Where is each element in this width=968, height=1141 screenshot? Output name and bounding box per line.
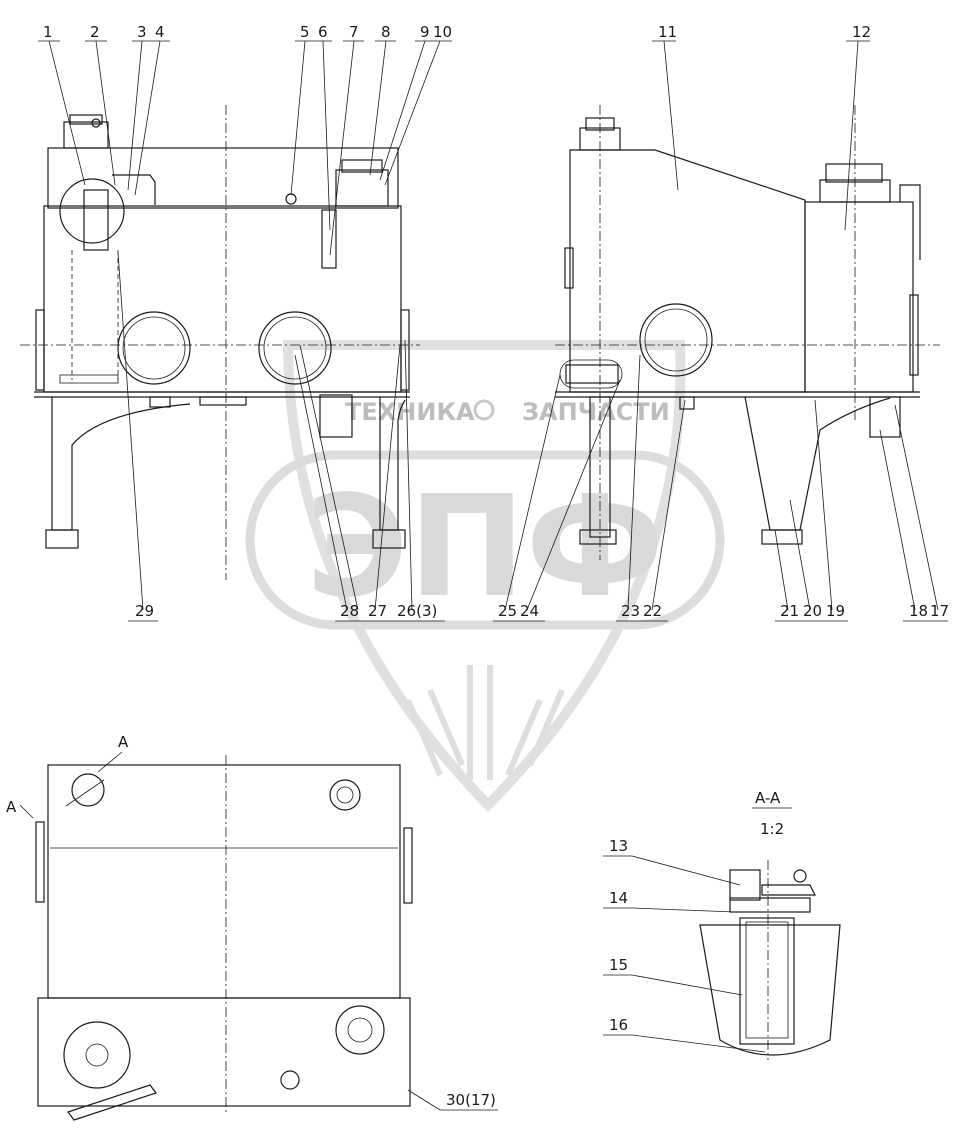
- callout-20: 20: [803, 602, 822, 620]
- callout-21: 21: [780, 602, 799, 620]
- callout-13: 13: [609, 837, 628, 855]
- wheat-icon: [405, 665, 565, 780]
- callout-14: 14: [609, 889, 628, 907]
- gear-icon: [473, 399, 495, 421]
- callouts-top: 1 2 3 4 5 6 7 8 9 10 11 12: [38, 23, 871, 256]
- callout-22: 22: [643, 602, 662, 620]
- callout-28: 28: [340, 602, 359, 620]
- callout-16: 16: [609, 1016, 628, 1034]
- plan-view: [35, 755, 413, 1121]
- callout-18: 18: [909, 602, 928, 620]
- callout-17: 17: [930, 602, 949, 620]
- callout-1: 1: [43, 23, 53, 41]
- callout-11: 11: [658, 23, 677, 41]
- callout-2: 2: [90, 23, 100, 41]
- callout-24: 24: [520, 602, 539, 620]
- callout-25: 25: [498, 602, 517, 620]
- section-marks: A A A-A 1:2 13 14 15 16 30(17): [6, 733, 792, 1111]
- callout-3: 3: [137, 23, 147, 41]
- watermark-text-left: ТЕХНИКА: [345, 398, 475, 426]
- side-view: [555, 105, 940, 560]
- callout-27: 27: [368, 602, 387, 620]
- callout-26: 26(3): [397, 602, 437, 620]
- section-letter-a-left: A: [6, 798, 17, 816]
- front-view: [20, 105, 420, 580]
- callout-30: 30(17): [446, 1091, 496, 1109]
- section-title-a-a: A-A: [755, 789, 781, 807]
- watermark-logo-text: ЭПФ: [306, 466, 665, 629]
- section-a-a: [699, 860, 841, 1060]
- section-scale: 1:2: [760, 820, 784, 838]
- callout-19: 19: [826, 602, 845, 620]
- callout-5: 5: [300, 23, 310, 41]
- watermark-logo: ЭПФ ТЕХНИКА ЗАПЧАСТИ: [245, 340, 725, 813]
- callout-4: 4: [155, 23, 165, 41]
- callouts-bottom: 29 28 27 26(3) 25 24 23 22 21 20 19 18 1…: [117, 251, 949, 622]
- watermark-text-right: ЗАПЧАСТИ: [522, 398, 670, 426]
- callout-7: 7: [349, 23, 359, 41]
- callout-12: 12: [852, 23, 871, 41]
- callout-8: 8: [381, 23, 391, 41]
- callout-6: 6: [318, 23, 328, 41]
- callout-23: 23: [621, 602, 640, 620]
- callout-29: 29: [135, 602, 154, 620]
- section-letter-a-top: A: [118, 733, 129, 751]
- callout-9: 9: [420, 23, 430, 41]
- callout-15: 15: [609, 956, 628, 974]
- callout-10: 10: [433, 23, 452, 41]
